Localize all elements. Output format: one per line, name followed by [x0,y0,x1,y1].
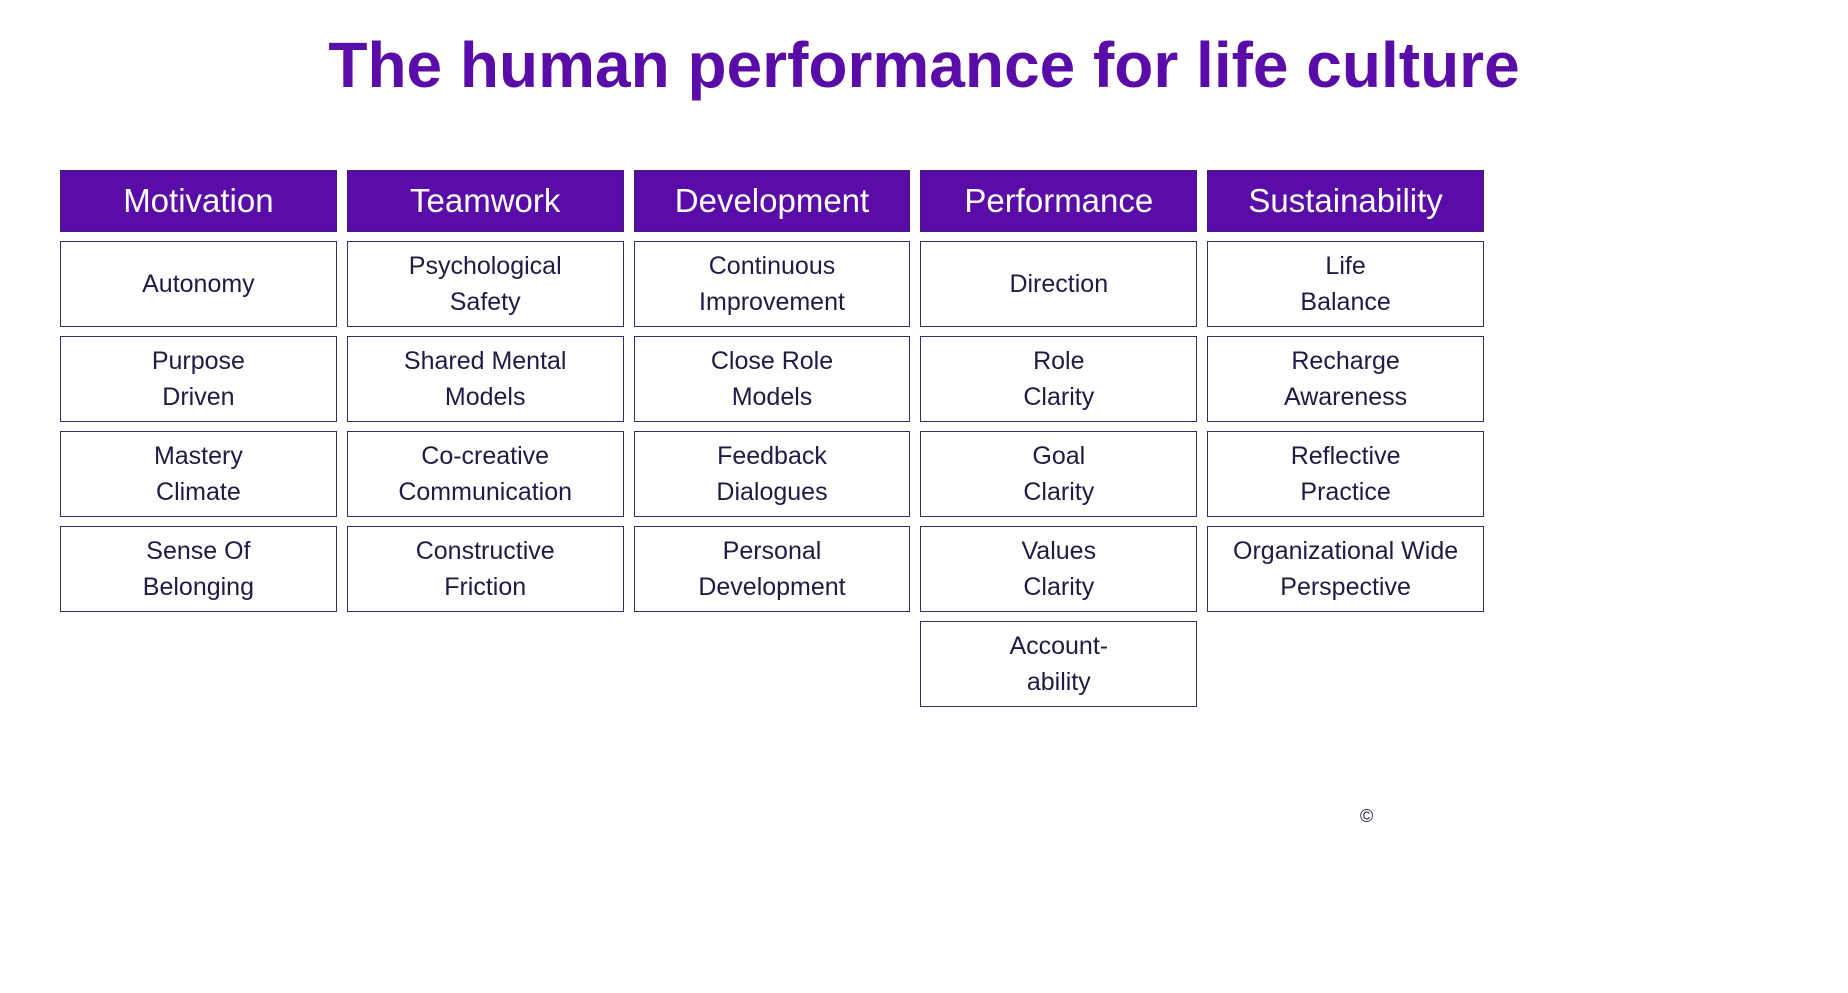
cell-recharge-awareness: Recharge Awareness [1207,336,1484,422]
cell-goal-clarity: Goal Clarity [920,431,1198,517]
column-header-sustainability: Sustainability [1207,170,1484,232]
cell-mastery-climate: Mastery Climate [60,431,337,517]
copyright-mark: © [1360,806,1374,826]
page-title: The human performance for life culture [328,29,1520,101]
column-sustainability: Sustainability Life Balance Recharge Awa… [1207,170,1484,707]
cell-autonomy: Autonomy [60,241,337,327]
cell-sense-of-belonging: Sense Of Belonging [60,526,337,612]
column-motivation: Motivation Autonomy Purpose Driven Maste… [60,170,337,707]
column-header-development: Development [633,170,911,232]
cell-direction: Direction [920,241,1198,327]
cell-shared-mental-models: Shared Mental Models [346,336,624,422]
cell-life-balance: Life Balance [1207,241,1484,327]
cell-accountability: Account- ability [920,621,1198,707]
cell-psychological-safety: Psychological Safety [346,241,624,327]
cell-organizational-wide-perspective: Organizational Wide Perspective [1207,526,1484,612]
cell-personal-development: Personal Development [633,526,911,612]
column-development: Development Continuous Improvement Close… [633,170,911,707]
cell-co-creative-communication: Co-creative Communication [346,431,624,517]
cell-values-clarity: Values Clarity [920,526,1198,612]
cell-purpose-driven: Purpose Driven [60,336,337,422]
column-header-motivation: Motivation [60,170,337,232]
cell-reflective-practice: Reflective Practice [1207,431,1484,517]
cell-role-clarity: Role Clarity [920,336,1198,422]
cell-continuous-improvement: Continuous Improvement [633,241,911,327]
culture-matrix: Motivation Autonomy Purpose Driven Maste… [60,170,1484,707]
cell-close-role-models: Close Role Models [633,336,911,422]
column-header-performance: Performance [920,170,1198,232]
cell-constructive-friction: Constructive Friction [346,526,624,612]
column-header-teamwork: Teamwork [346,170,624,232]
column-performance: Performance Direction Role Clarity Goal … [920,170,1198,707]
cell-feedback-dialogues: Feedback Dialogues [633,431,911,517]
column-teamwork: Teamwork Psychological Safety Shared Men… [346,170,624,707]
